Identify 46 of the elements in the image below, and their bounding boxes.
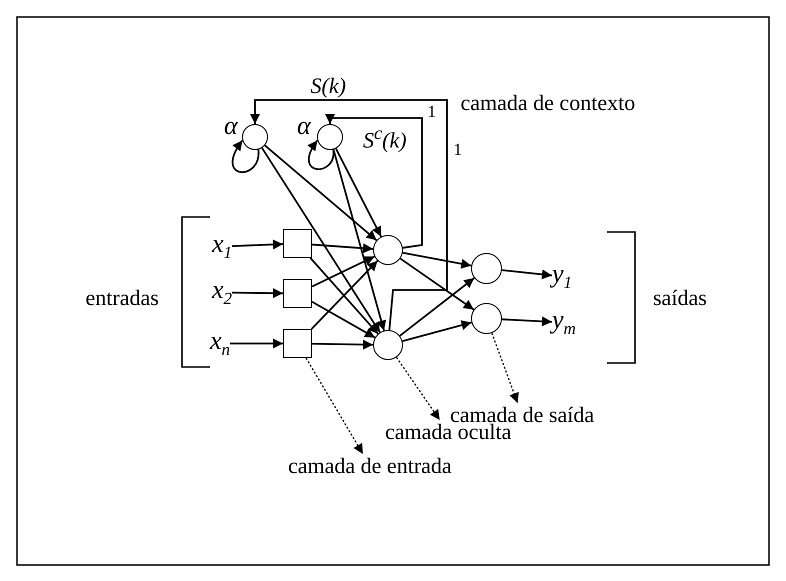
variable-label: y$_{1}$ [552,260,572,292]
neuron-circle [317,124,343,150]
input-neuron-square [282,278,312,308]
beside-label: α [297,112,311,140]
text-label: camada de contexto [460,91,636,116]
variable-label: x$_{n}$ [210,326,230,360]
input-neuron-square [282,328,312,358]
arrow [400,258,474,310]
neuron-circle [373,235,403,265]
input-neuron-square [282,228,312,258]
neuron-circle [470,302,502,334]
arrow [232,288,284,298]
variable-label: x$_{1}$ [212,230,232,262]
layer-label: camada de entrada [288,454,452,478]
arrow [230,338,283,348]
leader-arrow [491,332,519,404]
arrow [332,149,386,331]
arrow [312,243,374,254]
variable-label: y$_{m}$ [552,306,576,338]
arrow [402,252,472,269]
arrow [250,99,448,330]
text-label: saídas [653,286,707,310]
neuron-circle [242,124,268,150]
arrow [232,239,284,250]
arrow [232,140,260,173]
signal-label: S(k) [310,74,346,98]
arrow [264,144,378,241]
arrow [502,316,552,326]
arrow [335,148,382,238]
arrow [399,277,475,337]
beside-label: S$^{c}$(k) [363,123,407,153]
arrow [402,320,472,342]
beside-label: α [224,112,238,140]
variable-label: x$_{2}$ [212,276,232,308]
leader-arrow [396,356,440,420]
arrow [312,300,376,338]
arrow [312,256,375,288]
leader-arrow [306,358,364,454]
arrow [261,147,381,333]
arrow [312,340,374,350]
arrow [308,140,334,170]
text-label: entradas [86,286,159,310]
arrow [325,114,423,249]
arrow [502,269,552,280]
neuron-circle [470,252,502,284]
neuron-circle [373,330,403,360]
